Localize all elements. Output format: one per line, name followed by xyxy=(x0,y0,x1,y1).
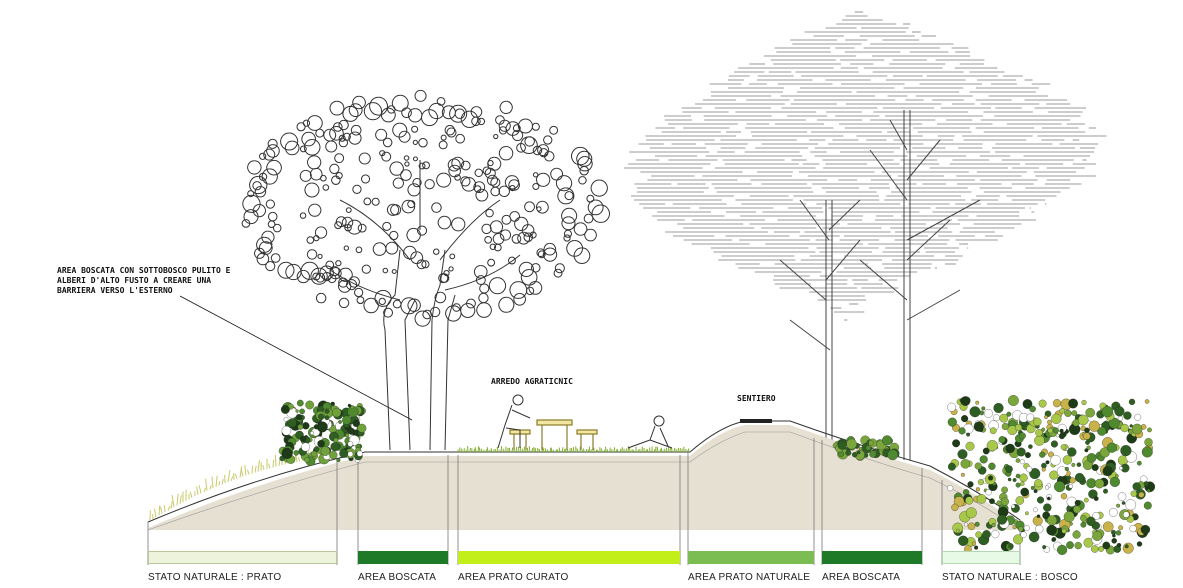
picnic-note: ARREDO AGRATICNIC xyxy=(491,377,573,386)
zone-bar-natural-meadow xyxy=(148,551,337,564)
seated-person-icon xyxy=(497,394,531,449)
zone-bar-natural-forest xyxy=(942,551,1020,564)
zone-label-woodland-2: AREA BOSCATA xyxy=(822,572,901,583)
zone-label-natural-forest: STATO NATURALE : BOSCO xyxy=(942,572,1078,583)
hatched-tree-canopy-icon xyxy=(624,11,1107,321)
path-note: SENTIERO xyxy=(737,394,776,403)
zone-label-curated-lawn: AREA PRATO CURATO xyxy=(458,572,569,583)
zone-label-natural-meadow: STATO NATURALE : PRATO xyxy=(148,572,282,583)
path-surface xyxy=(740,419,772,423)
zone-bar-woodland-1 xyxy=(358,551,448,564)
shrub-cluster-left-icon xyxy=(278,399,367,467)
soil-section xyxy=(148,425,1020,530)
shrub-cluster-mid-icon xyxy=(832,435,900,461)
large-tree-outline-icon xyxy=(241,89,610,451)
zone-label-woodland-1: AREA BOSCATA xyxy=(358,572,437,583)
zone-dividers xyxy=(147,438,1021,565)
zone-label-natural-lawn: AREA PRATO NATURALE xyxy=(688,572,811,583)
lawn-grass xyxy=(457,446,690,453)
picnic-table-icon xyxy=(509,419,598,450)
zone-bar-natural-lawn xyxy=(688,551,814,564)
woodland-note-line-1: AREA BOSCATA CON SOTTOBOSCO PULITO E xyxy=(57,266,231,275)
zone-bar-curated-lawn xyxy=(458,551,680,564)
woodland-note-line-3: BARRIERA VERSO L'ESTERNO xyxy=(57,286,173,295)
reclining-person-icon xyxy=(627,415,673,449)
woodland-note: AREA BOSCATA CON SOTTOBOSCO PULITO E ALB… xyxy=(57,266,230,296)
shrub-cluster-right-icon xyxy=(947,395,1156,555)
woodland-note-line-2: ALBERI D'ALTO FUSTO A CREARE UNA xyxy=(57,276,212,285)
leader-line xyxy=(179,295,413,421)
zone-bar-woodland-2 xyxy=(822,551,922,564)
tall-trees-right xyxy=(779,110,981,460)
